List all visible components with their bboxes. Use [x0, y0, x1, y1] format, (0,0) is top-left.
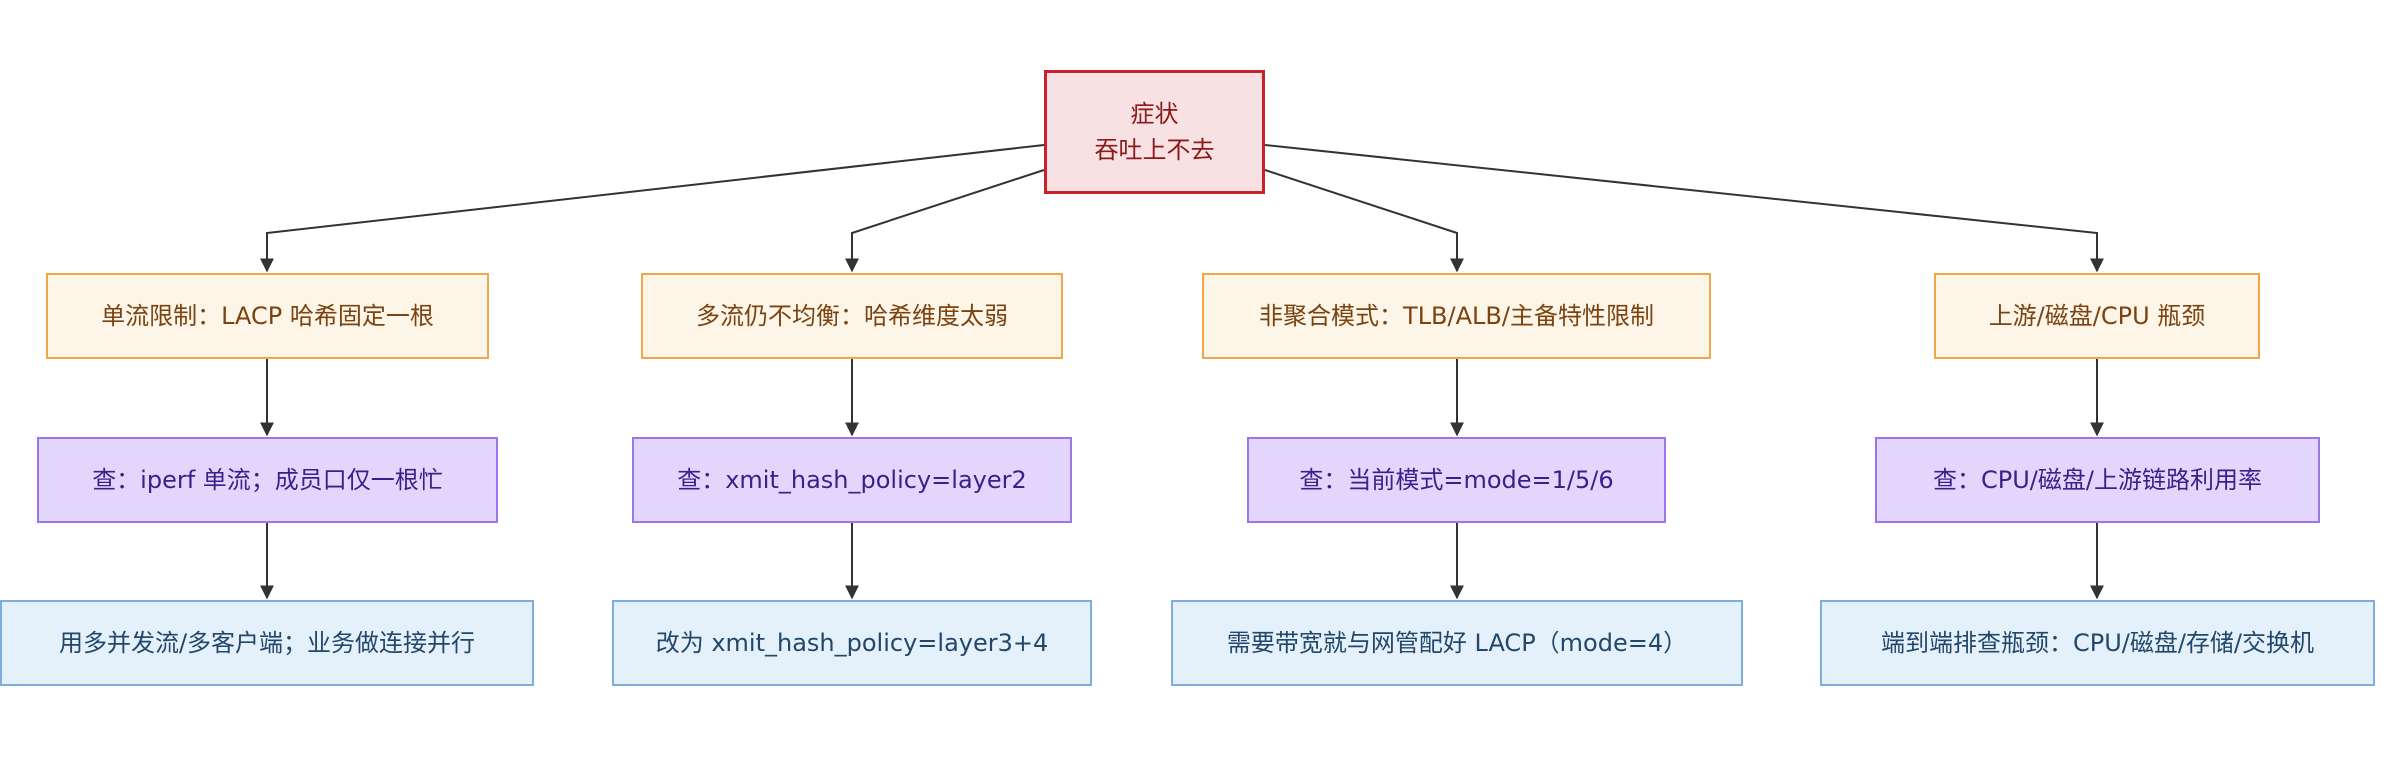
check-label: 查：xmit_hash_policy=layer2: [677, 466, 1027, 494]
check-label: 查：当前模式=mode=1/5/6: [1299, 466, 1614, 494]
root-label: 症状: [1130, 100, 1179, 128]
fix-node-layer3-4: 改为 xmit_hash_policy=layer3+4: [612, 600, 1092, 686]
fix-node-end-to-end: 端到端排查瓶颈：CPU/磁盘/存储/交换机: [1820, 600, 2375, 686]
cause-node-single-flow: 单流限制：LACP 哈希固定一根: [46, 273, 489, 359]
fix-label: 端到端排查瓶颈：CPU/磁盘/存储/交换机: [1880, 629, 2315, 657]
fix-node-lacp-mode4: 需要带宽就与网管配好 LACP（mode=4）: [1171, 600, 1743, 686]
check-node-iperf: 查：iperf 单流；成员口仅一根忙: [37, 437, 498, 523]
cause-label: 上游/磁盘/CPU 瓶颈: [1988, 302, 2206, 330]
fix-node-parallel-flows: 用多并发流/多客户端；业务做连接并行: [0, 600, 534, 686]
cause-node-multi-flow-imbalance: 多流仍不均衡：哈希维度太弱: [641, 273, 1063, 359]
edge-root-to-cause-2: [845, 169, 1045, 273]
fix-label: 改为 xmit_hash_policy=layer3+4: [655, 629, 1049, 657]
check-node-utilization: 查：CPU/磁盘/上游链路利用率: [1875, 437, 2320, 523]
cause-label: 多流仍不均衡：哈希维度太弱: [696, 302, 1008, 330]
cause-node-non-aggregate-mode: 非聚合模式：TLB/ALB/主备特性限制: [1202, 273, 1711, 359]
root-sublabel: 吞吐上不去: [1094, 136, 1215, 164]
edge-root-to-cause-1: [260, 144, 1045, 273]
check-label: 查：iperf 单流；成员口仅一根忙: [92, 466, 443, 494]
check-label: 查：CPU/磁盘/上游链路利用率: [1933, 466, 2262, 494]
cause-label: 非聚合模式：TLB/ALB/主备特性限制: [1259, 302, 1654, 330]
check-node-bond-mode: 查：当前模式=mode=1/5/6: [1247, 437, 1666, 523]
fix-label: 需要带宽就与网管配好 LACP（mode=4）: [1226, 629, 1688, 657]
edge-root-to-cause-4: [1264, 144, 2104, 273]
edge-root-to-cause-3: [1264, 169, 1464, 273]
root-node-symptom: 症状 吞吐上不去: [1044, 70, 1265, 194]
cause-node-upstream-bottleneck: 上游/磁盘/CPU 瓶颈: [1934, 273, 2260, 359]
cause-label: 单流限制：LACP 哈希固定一根: [101, 302, 434, 330]
fix-label: 用多并发流/多客户端；业务做连接并行: [58, 629, 476, 657]
check-node-hash-policy: 查：xmit_hash_policy=layer2: [632, 437, 1072, 523]
